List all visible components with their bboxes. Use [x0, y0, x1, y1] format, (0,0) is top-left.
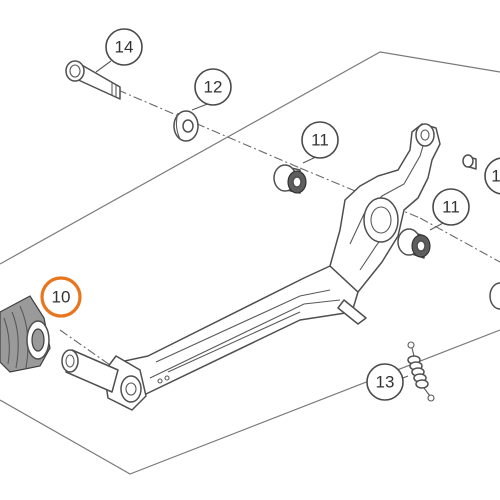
assembly-frame [0, 51, 500, 475]
edge-bushing-part [489, 282, 500, 310]
callout-11-lower-circle [432, 188, 470, 226]
callout-1: 1 [484, 157, 500, 195]
callout-13-circle [366, 363, 404, 401]
callout-12: 12 [194, 68, 232, 106]
return-spring-part [407, 341, 435, 402]
washer-part [173, 110, 199, 142]
small-pin-part [462, 154, 477, 170]
callout-1-label: 1 [491, 167, 500, 186]
callout-14: 14 [105, 28, 143, 66]
callout-10-label: 10 [52, 288, 71, 307]
callout-13-label: 13 [376, 373, 395, 392]
callout-11-upper-label: 11 [311, 131, 329, 150]
callout-10: 10 [40, 276, 82, 318]
pivot-bolt-part [65, 60, 121, 100]
callout-14-circle [105, 28, 143, 66]
lever-part [103, 123, 441, 411]
callout-11-lower: 11 [432, 188, 470, 226]
callout-12-label: 12 [204, 78, 223, 97]
callout-11-upper-circle [301, 121, 339, 159]
callout-11-lower-label: 11 [442, 198, 460, 217]
footrest-pin-part [61, 349, 119, 393]
callout-12-circle [194, 68, 232, 106]
bushing-part-lower [397, 228, 431, 259]
footrest-rubber-part [0, 295, 51, 373]
bushing-part-upper [273, 164, 307, 194]
callout-10-circle [40, 276, 82, 318]
callout-14-label: 14 [115, 38, 134, 57]
callout-11-upper: 11 [301, 121, 339, 159]
callout-1-circle [484, 157, 500, 195]
callout-13: 13 [366, 363, 404, 401]
